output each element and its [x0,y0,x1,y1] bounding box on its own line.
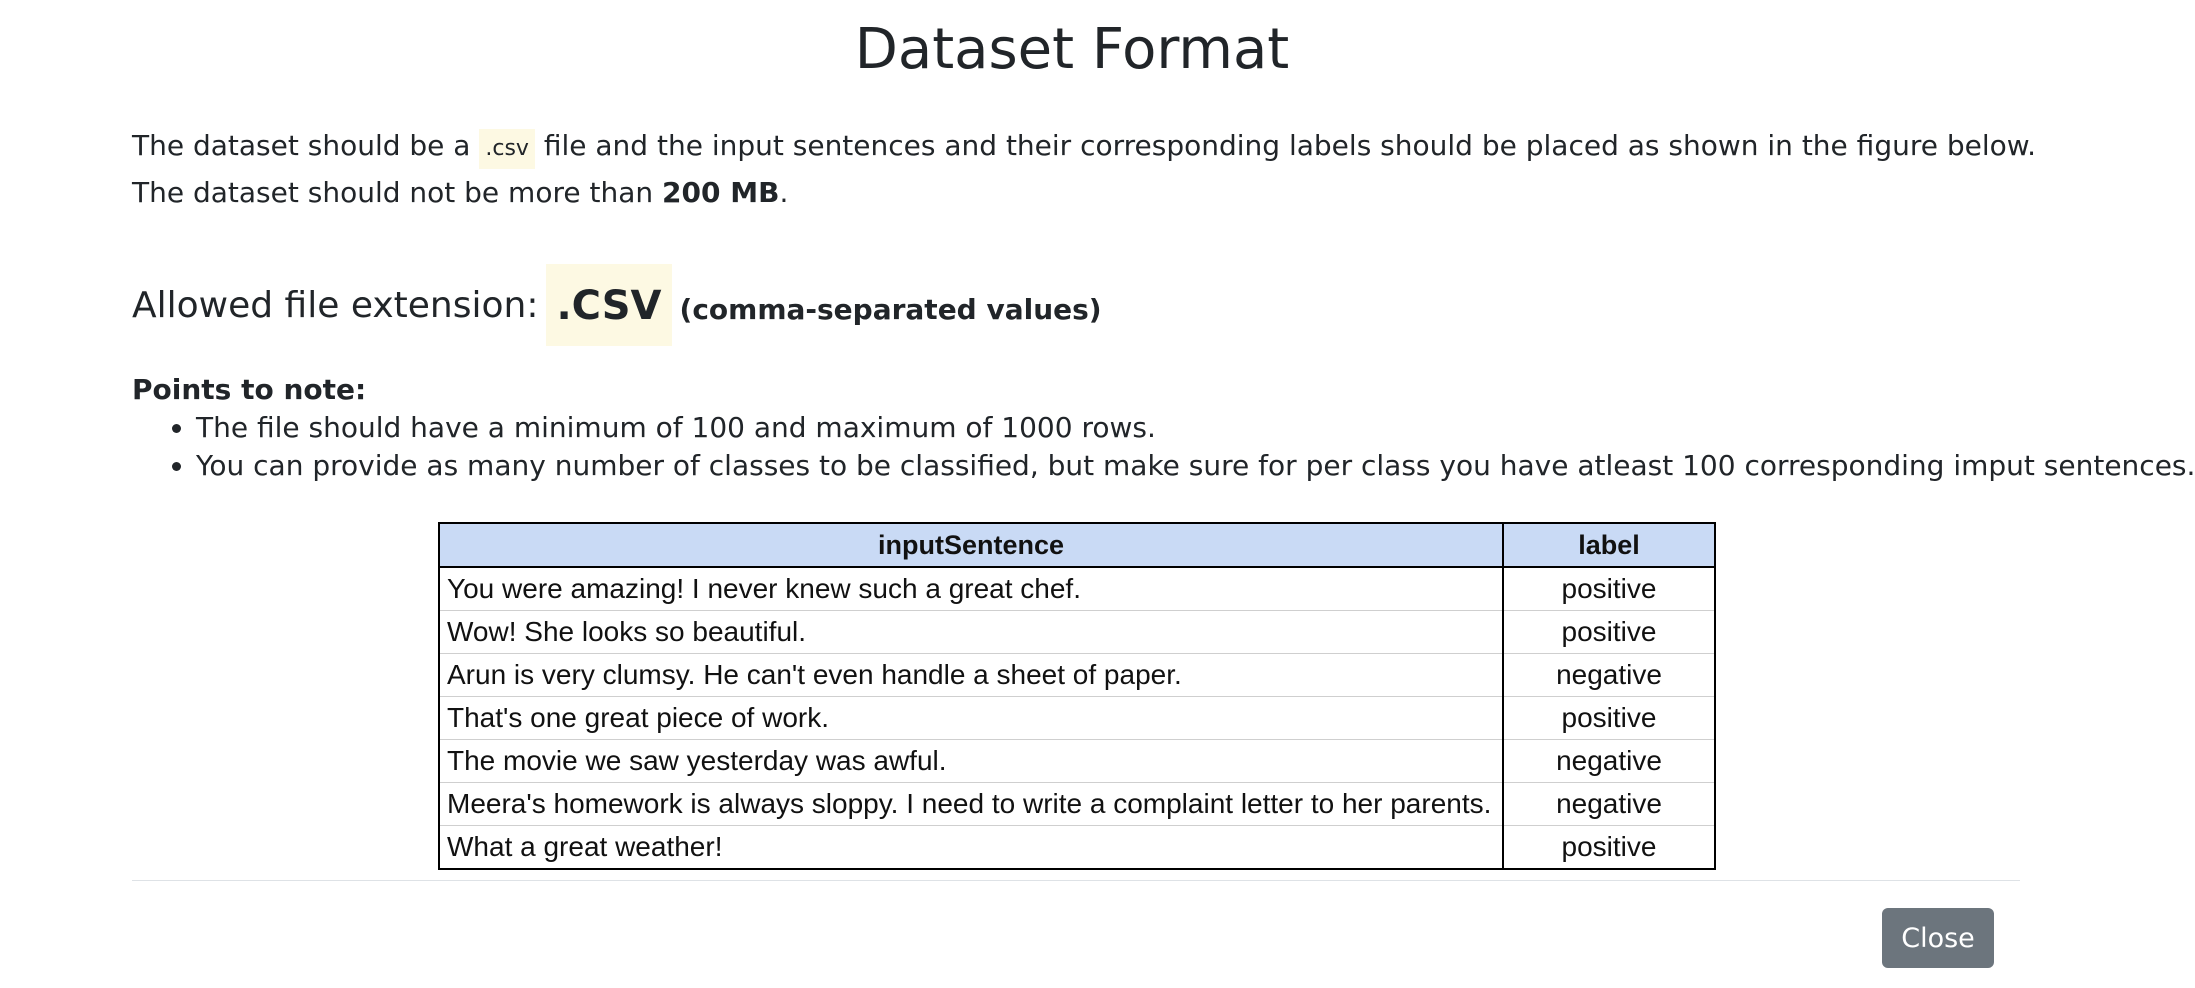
size-limit-description: The dataset should not be more than 200 … [132,173,2012,213]
allowed-extension-badge: .CSV [546,264,672,346]
format-description: The dataset should be a .csv file and th… [132,126,2036,169]
label-cell: negative [1502,653,1715,697]
table-row: Meera's homework is always sloppy. I nee… [439,782,1715,826]
table-row: You were amazing! I never knew such a gr… [439,566,1715,611]
column-header-input-sentence: inputSentence [438,522,1504,568]
input-sentence-cell: What a great weather! [439,825,1503,870]
table-row: Wow! She looks so beautiful. positive [439,610,1715,654]
example-dataset-table: inputSentence label You were amazing! I … [438,522,1716,870]
note-item: The file should have a minimum of 100 an… [196,409,2012,447]
label-cell: positive [1502,696,1715,740]
label-cell: negative [1502,739,1715,783]
file-type-code: .csv [479,129,535,169]
input-sentence-cell: You were amazing! I never knew such a gr… [439,566,1503,611]
footer-divider [132,880,2020,881]
table-row: What a great weather! positive [439,825,1715,870]
notes-list: The file should have a minimum of 100 an… [132,409,2195,485]
allowed-extension-note: (comma-separated values) [679,292,1102,326]
column-header-label: label [1502,522,1716,568]
note-item: You can provide as many number of classe… [196,447,2195,485]
modal-title: Dataset Format [854,17,1290,82]
label-cell: positive [1502,610,1715,654]
table-row: The movie we saw yesterday was awful. ne… [439,739,1715,783]
close-button[interactable]: Close [1882,908,1994,968]
size-limit-value: 200 MB [662,176,780,209]
size-suffix: . [779,176,789,209]
description-suffix: file and the input sentences and their c… [534,129,2037,162]
allowed-extension-label: Allowed file extension: [132,284,539,326]
input-sentence-cell: Wow! She looks so beautiful. [439,610,1503,654]
notes-heading: Points to note: [132,373,367,406]
label-cell: positive [1502,825,1715,870]
input-sentence-cell: Arun is very clumsy. He can't even handl… [439,653,1503,697]
table-row: That's one great piece of work. positive [439,696,1715,740]
modal-body: The dataset should be a .csv file and th… [132,126,2195,485]
label-cell: positive [1502,566,1715,611]
label-cell: negative [1502,782,1715,826]
dataset-format-modal: Dataset Format The dataset should be a .… [0,0,2144,988]
table-header-row: inputSentence label [438,522,1716,568]
table-row: Arun is very clumsy. He can't even handl… [439,653,1715,697]
input-sentence-cell: The movie we saw yesterday was awful. [439,739,1503,783]
input-sentence-cell: That's one great piece of work. [439,696,1503,740]
allowed-extension-row: Allowed file extension: .CSV (comma-sepa… [132,263,2012,347]
input-sentence-cell: Meera's homework is always sloppy. I nee… [439,782,1503,826]
size-prefix: The dataset should not be more than [132,176,663,209]
description-prefix: The dataset should be a [132,129,480,162]
